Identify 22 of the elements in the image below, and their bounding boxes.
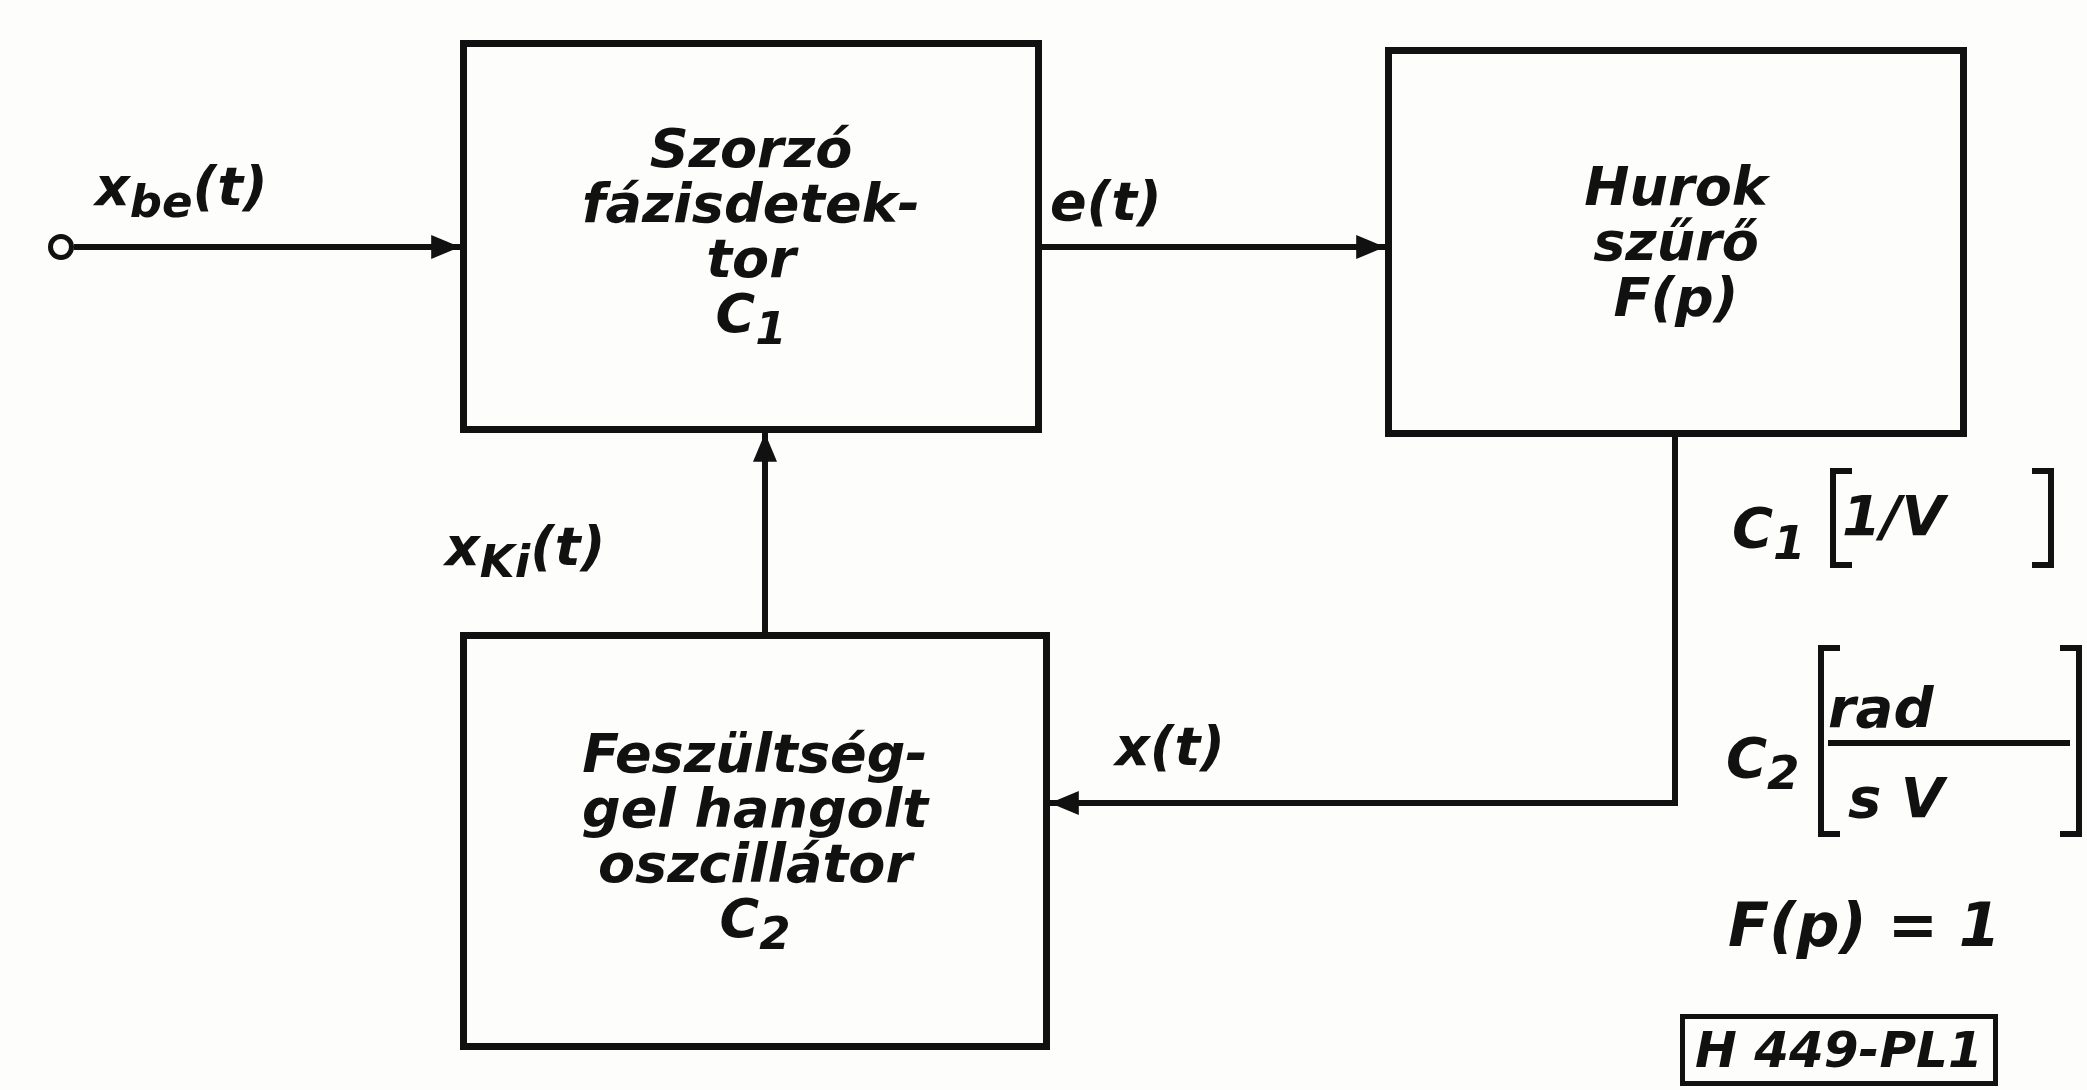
unit-text: C$_{1}$ — [1732, 500, 1806, 567]
block-text: F(p) — [1613, 269, 1739, 325]
edge-label: e(t) — [1050, 175, 1162, 229]
arrow — [1050, 437, 1678, 815]
block-box — [460, 632, 1050, 1050]
unit-text: C$_{2}$ — [1726, 730, 1800, 797]
block-box — [460, 40, 1042, 433]
block-text: C$_{1}$ — [715, 286, 787, 352]
arrow — [753, 433, 777, 632]
figure-code: H 449-PL1 — [1680, 1014, 1998, 1086]
arrow — [1042, 235, 1385, 259]
edge-label: x$_{be}$(t) — [95, 160, 268, 224]
block-text: Szorzó fázisdetek- tor — [580, 121, 922, 287]
block-text: Feszültség- gel hangolt oszcillátor — [581, 725, 931, 891]
unit-text: rad — [1828, 680, 1934, 736]
edge-label: x(t) — [1115, 720, 1225, 774]
edge-label: x$_{Ki}$(t) — [445, 520, 606, 584]
block-box — [1385, 47, 1967, 437]
input-terminal — [48, 234, 74, 260]
block-text: C$_{2}$ — [719, 890, 791, 957]
block-text: Hurok szűrő — [1583, 159, 1771, 270]
arrow — [74, 235, 460, 259]
